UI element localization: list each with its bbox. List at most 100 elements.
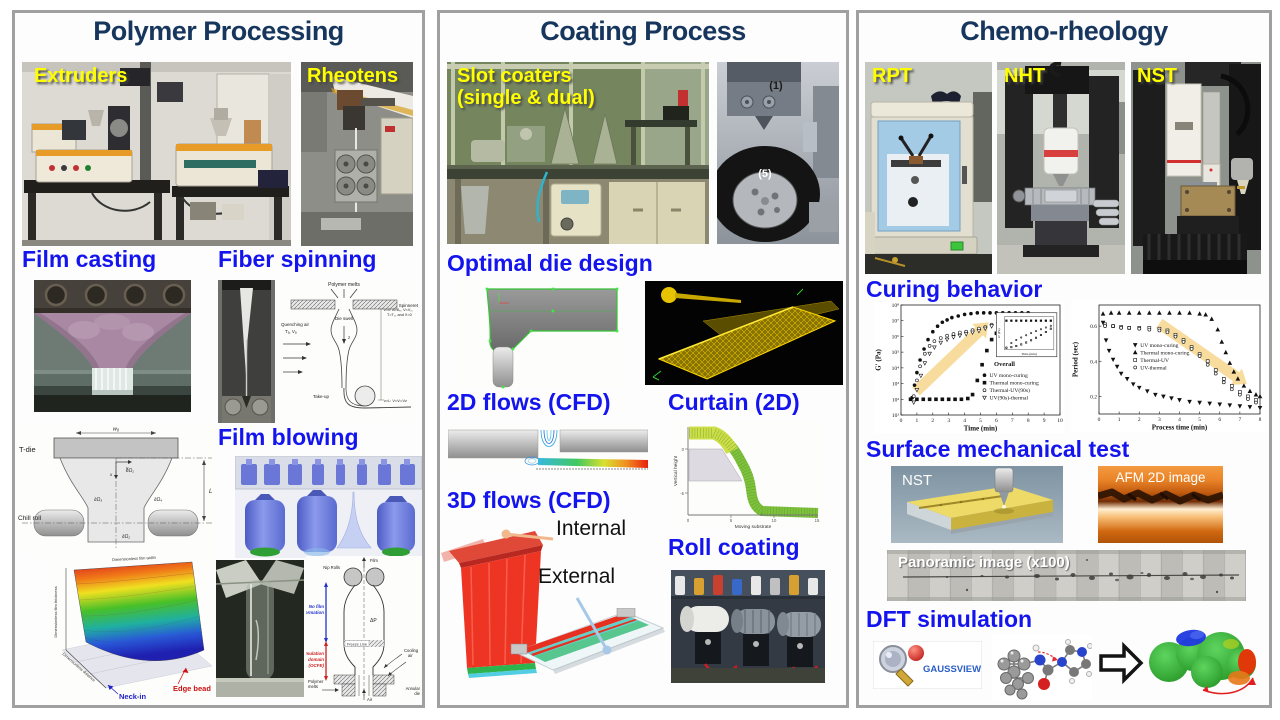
blowing-sim-label-1: Simulation (306, 651, 324, 656)
curtain-ylabel: Vertical height (673, 455, 679, 486)
svg-text:G' (Pa): G' (Pa) (997, 328, 1001, 338)
svg-text:UV mono-curing: UV mono-curing (1140, 343, 1178, 349)
rpt-label: RPT (872, 65, 912, 87)
blowing-air-label: Air (367, 697, 373, 702)
curtain-coating-plot: 0 -5 0 5 10 15 Vertical height Moving su… (670, 421, 821, 529)
tdie-diagram: w₀ T-die Chill roll L x y ∂Ω₁ ∂Ω₃ ∂Ω₄ ∂Ω… (16, 424, 217, 554)
rheotens-label: Rheotens (307, 65, 399, 87)
svg-text:10⁴: 10⁴ (892, 366, 900, 372)
tdie-chill-roll-label: Chill roll (18, 515, 42, 522)
panoramic-scratch-image (887, 550, 1246, 601)
svg-text:Thermal mono-curing: Thermal mono-curing (990, 381, 1039, 387)
nht-instrument-photo (997, 62, 1125, 274)
svg-text:10¹: 10¹ (892, 413, 900, 419)
svg-text:5: 5 (979, 418, 982, 424)
molecule-model-image (992, 634, 1092, 700)
svg-text:Thermal-UV(90s): Thermal-UV(90s) (990, 387, 1031, 394)
blowing-sim-label-2: domain (308, 657, 324, 662)
film-casting-photo (34, 280, 191, 412)
blowing-annular-label-2: die (414, 691, 420, 696)
blowing-freeze-line-label: Freeze Line (347, 642, 367, 646)
curtain-xtick-10: 10 (772, 518, 777, 523)
right-arrow-icon (1099, 641, 1144, 685)
nht-label: NHT (1004, 65, 1046, 87)
electron-density-image (1149, 629, 1256, 695)
svg-text:10⁸: 10⁸ (892, 303, 900, 309)
rpt-instrument-photo (865, 62, 992, 274)
film-blowing-label: Film blowing (218, 424, 359, 450)
svg-text:0.2: 0.2 (1090, 394, 1097, 400)
extruders-label: Extruders (34, 65, 128, 87)
svg-text:Time (min): Time (min) (1021, 352, 1036, 356)
tdie-L-label: L (209, 489, 212, 495)
svg-text:2: 2 (1138, 417, 1141, 423)
rheotens-photo (301, 62, 413, 246)
2d-flow-cfd-image (448, 426, 648, 472)
gaussview-logo: GAUSSVIEW (873, 641, 982, 689)
surface-mechanical-test-label: Surface mechanical test (866, 436, 1130, 462)
slot-coaters-label-line1: Slot coaters (457, 65, 572, 87)
svg-text:5: 5 (1198, 417, 1201, 423)
blowing-film-label: Film (370, 558, 378, 563)
svg-text:6: 6 (995, 418, 998, 424)
curtain-2d-label: Curtain (2D) (668, 389, 800, 415)
svg-text:7: 7 (1239, 417, 1242, 423)
svg-text:10²: 10² (892, 397, 900, 403)
film-casting-label: Film casting (22, 246, 157, 272)
coater-head-closeup-photo (717, 62, 839, 244)
curing-modulus-chart: Time (min) G' (Pa) Overall UV mono-curingTh… (874, 302, 1064, 433)
die-mesh-3d-image (645, 281, 843, 385)
curtain-ytick-0: 0 (682, 447, 685, 452)
3d-flows-label: 3D flows (CFD) (447, 487, 611, 513)
blowing-no-film-label-2: deformation (306, 610, 324, 615)
blowing-melts-label-2: melts (308, 684, 318, 689)
svg-text:Thermal mono-curing: Thermal mono-curing (1140, 350, 1189, 356)
fiber-spinning-label: Fiber spinning (218, 246, 377, 272)
svg-text:6: 6 (1218, 417, 1221, 423)
svg-text:UV(90s)-thermal: UV(90s)-thermal (990, 395, 1029, 402)
afm-image-label: AFM 2D image (1115, 470, 1206, 485)
curtain-xtick-5: 5 (730, 518, 733, 523)
svg-text:4: 4 (1178, 417, 1181, 423)
coating-title: Coating Process (540, 16, 746, 46)
roll-coating-label: Roll coating (668, 534, 800, 560)
external-flow-3d-image (510, 608, 665, 674)
tdie-dO2-label: ∂Ω₂ (122, 534, 130, 540)
svg-text:0.4: 0.4 (1090, 359, 1097, 365)
svg-text:Thermal-UV: Thermal-UV (1140, 358, 1169, 364)
surface-neck-in-label: Neck-in (119, 692, 147, 701)
svg-text:UV-thermal: UV-thermal (1140, 365, 1167, 371)
svg-text:0: 0 (1098, 417, 1101, 423)
nst-image-label: NST (902, 472, 932, 489)
film-blowing-simulation-image (235, 456, 422, 558)
fiber-z0-label-1: z=0: A=A₀, V=V₀, (384, 308, 413, 312)
svg-text:10⁶: 10⁶ (892, 334, 900, 340)
svg-text:UV mono-curing: UV mono-curing (990, 373, 1028, 379)
film-bubble-photo (216, 560, 304, 697)
svg-text:10⁵: 10⁵ (892, 350, 900, 356)
svg-text:3: 3 (947, 418, 950, 424)
extruders-photo (22, 62, 291, 246)
svg-text:0: 0 (900, 418, 903, 424)
svg-text:8: 8 (1027, 418, 1030, 424)
internal-label: Internal (556, 517, 627, 540)
surface-edge-bead-label: Edge bead (173, 684, 211, 693)
svg-text:4: 4 (963, 418, 966, 424)
film-thickness-surface-plot: Dimensionless film thickness Dimensionle… (44, 554, 215, 702)
blowing-annular-label-1: Annular (406, 686, 421, 691)
curtain-ytick-5: -5 (680, 491, 684, 496)
svg-text:3: 3 (1158, 417, 1161, 423)
closeup-mark-1: (1) (769, 80, 783, 92)
blowing-cooling-label-1: Cooling (404, 648, 419, 653)
fiber-die-swell-label: Die swell (335, 316, 353, 321)
svg-text:G' (Pa): G' (Pa) (875, 349, 883, 371)
fiber-spinneret-label: Spinneret (399, 303, 419, 308)
closeup-mark-5: (5) (758, 168, 772, 180)
svg-text:2: 2 (931, 418, 934, 424)
tdie-y-label: y (125, 466, 129, 471)
nst-instrument-photo (1131, 62, 1261, 274)
panoramic-image-label: Panoramic image (x100) (898, 554, 1070, 571)
curtain-xtick-0: 0 (687, 518, 690, 523)
fiber-zl-label: z=L: V=Vₗ=Vz (384, 399, 407, 403)
svg-text:Overall: Overall (994, 361, 1015, 368)
